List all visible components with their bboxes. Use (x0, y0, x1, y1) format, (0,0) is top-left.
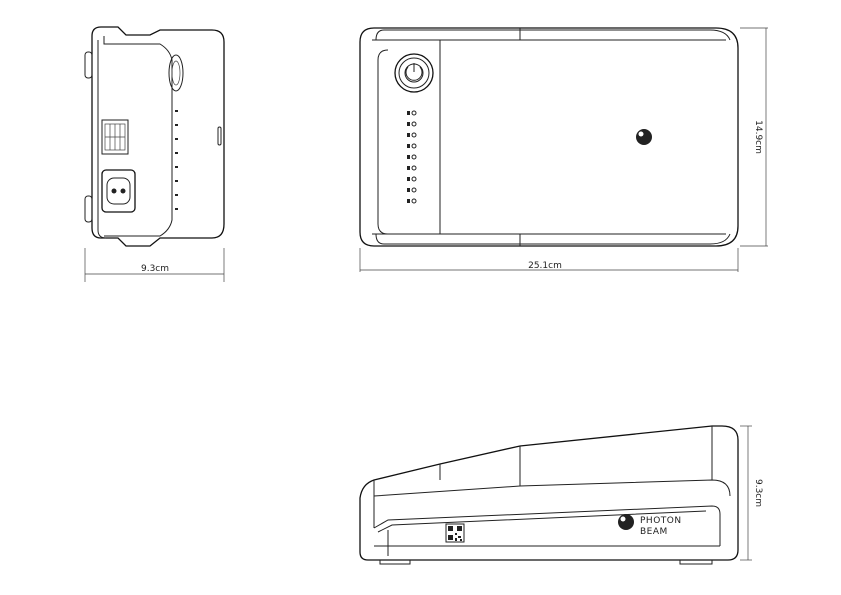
qr-code-icon (445, 523, 465, 543)
side-width-label: 9.3cm (141, 264, 169, 274)
brand-name-line1: PHOTON (640, 516, 682, 526)
top-led-column (407, 110, 417, 204)
side-view: 9.3cm (84, 26, 225, 282)
power-inlet-icon (101, 169, 136, 213)
side-width-dimension: 9.3cm (84, 248, 225, 282)
power-button-icon (394, 53, 434, 93)
brand-logo-dot-icon (618, 514, 634, 530)
top-width-label: 25.1cm (528, 261, 562, 271)
top-width-dimension: 25.1cm (359, 248, 739, 272)
front-view: PHOTON BEAM 9.3cm (359, 425, 763, 565)
beam-lens-icon (636, 129, 652, 145)
side-led-column (175, 110, 178, 210)
top-depth-dimension: 14.9cm (740, 27, 768, 247)
dip-switch-icon (101, 119, 129, 155)
front-height-dimension: 9.3cm (740, 425, 763, 561)
top-view: 25.1cm 14.9cm (359, 27, 768, 272)
front-height-label: 9.3cm (753, 479, 763, 507)
top-depth-label: 14.9cm (753, 120, 763, 154)
brand-name-line2: BEAM (640, 527, 668, 537)
